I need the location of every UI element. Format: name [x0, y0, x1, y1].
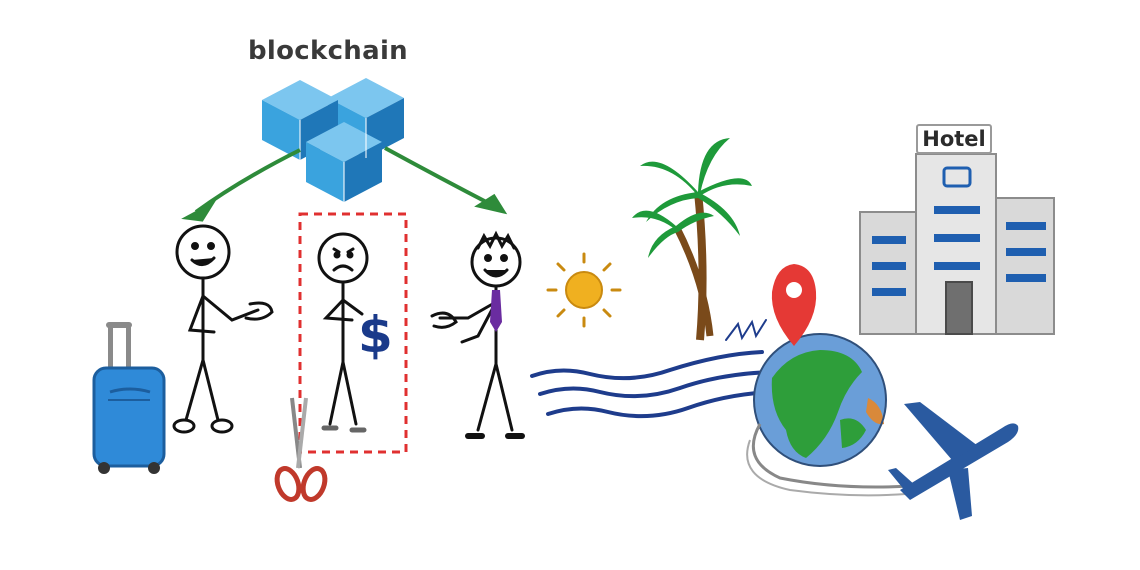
- hotel-sign: Hotel: [916, 124, 992, 154]
- hotel-building-icon: [859, 153, 1055, 335]
- middleman-figure: [317, 232, 369, 433]
- suitcase-icon: [92, 322, 166, 474]
- blockchain-cubes-icon: [262, 78, 404, 202]
- dollar-sign-icon: $: [358, 306, 393, 364]
- arrow-right-icon: [384, 146, 508, 215]
- middleman-highlight-box: [298, 212, 408, 454]
- blockchain-label: blockchain: [248, 36, 408, 66]
- traveler-figure: [172, 224, 274, 434]
- location-pin-icon: [771, 264, 817, 346]
- arrow-left-icon: [181, 148, 301, 222]
- palm-tree-icon: [632, 138, 752, 341]
- sun-icon: [546, 252, 622, 328]
- host-figure: [430, 230, 525, 439]
- tie-icon: [490, 290, 502, 332]
- airplane-icon: [888, 402, 1019, 520]
- scissors-icon: [274, 397, 328, 502]
- sea-waves-icon: [530, 319, 774, 419]
- globe-icon: [746, 333, 911, 497]
